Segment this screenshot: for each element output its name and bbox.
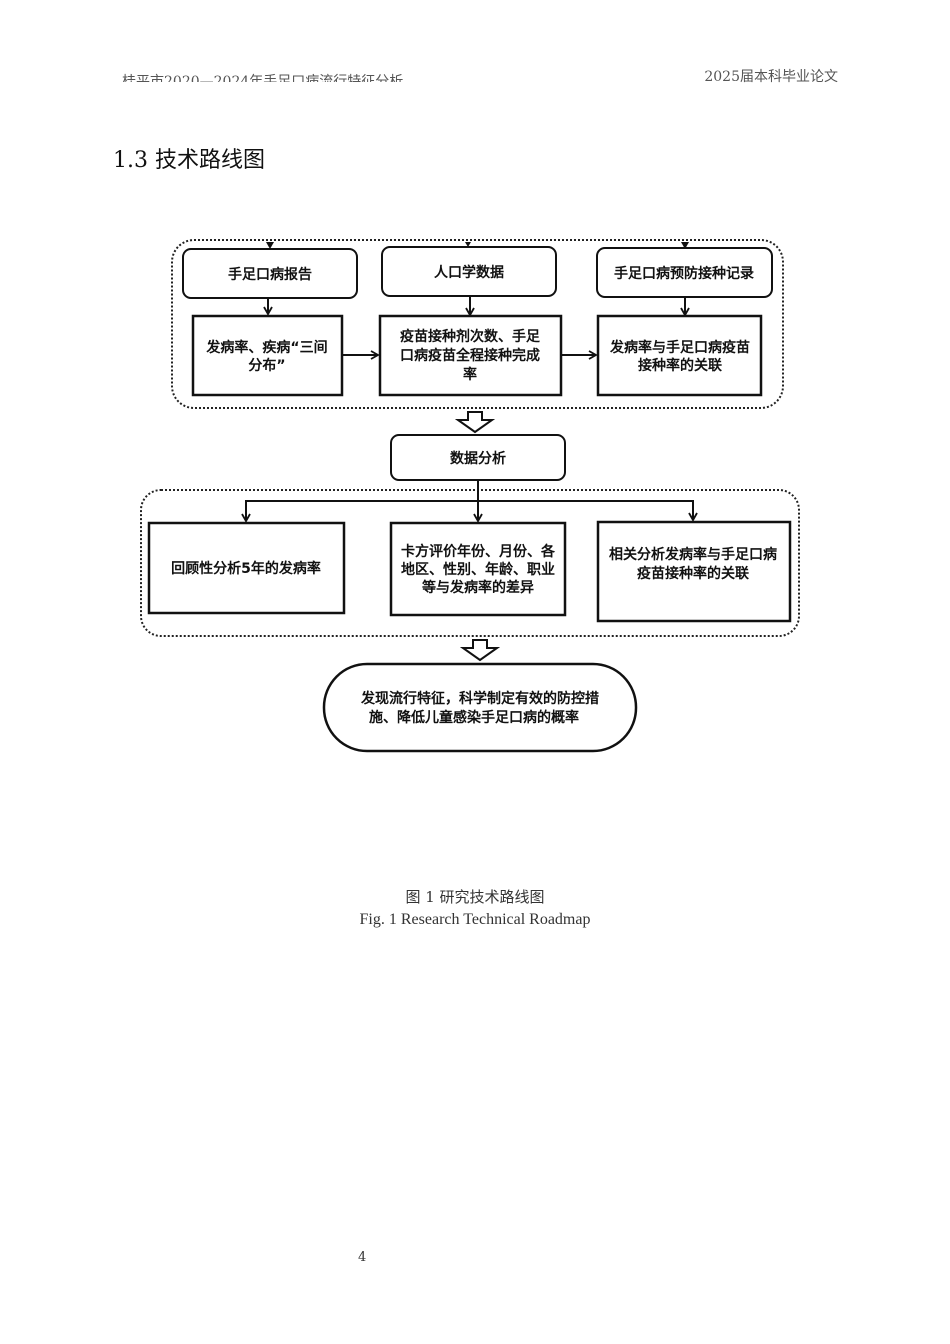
group-analysis-dotted-border — [140, 489, 800, 637]
figure-caption-english: Fig. 1 Research Technical Roadmap — [359, 911, 591, 928]
hollow-down-arrow-2 — [459, 639, 501, 662]
top-arrow-tip-3 — [681, 242, 689, 249]
box-incidence-distribution-line1: 发病率、疾病“三间 — [205, 339, 327, 356]
section-title: 1.3 技术路线图 — [113, 148, 265, 173]
box-chi-square-evaluation-line3: 等与发病率的差异 — [422, 579, 534, 596]
header-right-text: 2025届本科毕业论文 — [704, 69, 838, 85]
box-data-analysis-label: 数据分析 — [450, 450, 506, 467]
top-arrow-tip-1 — [266, 242, 274, 249]
box-correlation-analysis-line2: 疫苗接种率的关联 — [637, 565, 750, 582]
box-incidence-distribution-line2: 分布” — [248, 357, 285, 374]
box-incidence-vaccine-association-line1: 发病率与手足口病疫苗 — [609, 339, 750, 356]
box-vaccine-doses-line2: 口病疫苗全程接种完成 — [400, 347, 540, 364]
box-vaccine-doses-line3: 率 — [463, 366, 477, 383]
box-chi-square-evaluation — [389, 521, 567, 617]
figure-caption-chinese: 图 1 研究技术路线图 — [405, 888, 545, 906]
box-incidence-vaccine-association-line2: 接种率的关联 — [638, 357, 723, 374]
box-retrospective-analysis — [147, 521, 346, 615]
header-left-text: 桂平市2020—2024年手足口病流行特征分析 — [122, 74, 404, 82]
box-result-conclusion-line1: 发现流行特征，科学制定有效的防控措 — [360, 690, 599, 707]
box-incidence-vaccine-association — [596, 314, 763, 397]
box-incidence-distribution — [191, 314, 344, 397]
box-chi-square-evaluation-line2: 地区、性别、年龄、职业 — [401, 561, 555, 578]
top-arrow-tip-2 — [465, 242, 471, 247]
box-result-conclusion-line2: 施、降低儿童感染手足口病的概率 — [369, 709, 579, 726]
box-correlation-analysis-line1: 相关分析发病率与手足口病 — [609, 546, 777, 563]
box-vaccination-record-label: 手足口病预防接种记录 — [614, 265, 754, 282]
box-hfmd-report-label: 手足口病报告 — [228, 266, 312, 283]
box-hfmd-report — [182, 248, 358, 299]
box-result-conclusion — [322, 662, 638, 753]
box-demographic-data-label: 人口学数据 — [434, 264, 504, 281]
box-correlation-analysis — [596, 520, 792, 623]
hollow-down-arrow-1 — [454, 411, 496, 434]
box-vaccine-doses-line1: 疫苗接种剂次数、手足 — [400, 328, 541, 345]
page-number: 4 — [358, 1250, 367, 1265]
technical-roadmap-flowchart: 手足口病报告 人口学数据 手足口病预防接种记录 发病率、疾病“三间 分布” 疫苗… — [140, 239, 800, 753]
box-chi-square-evaluation-line1: 卡方评价年份、月份、各 — [401, 543, 556, 560]
box-vaccine-doses — [378, 314, 563, 397]
box-retrospective-analysis-label: 回顾性分析5年的发病率 — [171, 560, 321, 577]
